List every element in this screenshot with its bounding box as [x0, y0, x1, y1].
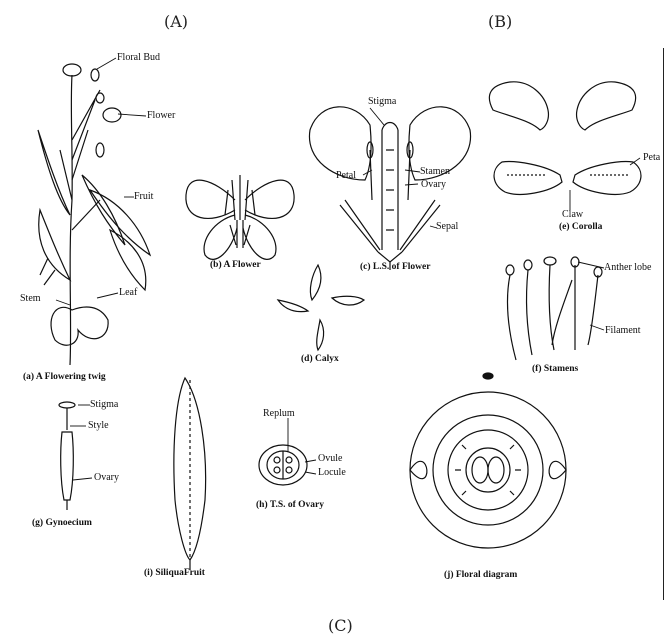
label-leaf: Leaf [119, 287, 137, 298]
caption-j: (j) Floral diagram [444, 570, 517, 580]
label-peta: Peta [643, 152, 660, 163]
flowering-twig-drawing [38, 64, 150, 365]
label-ovary-ls: Ovary [421, 179, 446, 190]
label-stigma-ls: Stigma [368, 96, 396, 107]
ls-flower-drawing [309, 107, 470, 270]
caption-d: (d) Calyx [301, 354, 339, 364]
caption-g: (g) Gynoecium [32, 518, 92, 528]
calyx-drawing [278, 265, 364, 350]
label-stigma-g: Stigma [90, 399, 118, 410]
caption-h: (h) T.S. of Ovary [256, 500, 324, 510]
gynoecium-drawing [59, 402, 75, 510]
corolla-drawing [489, 82, 641, 195]
label-ovary-g: Ovary [94, 472, 119, 483]
label-ovule: Ovule [318, 453, 342, 464]
leader-lines [56, 58, 640, 480]
floral-diagram-drawing [410, 373, 566, 548]
label-replum: Replum [263, 408, 295, 419]
caption-b: (b) A Flower [210, 260, 261, 270]
label-petal-ls: Petal [336, 170, 356, 181]
label-fruit: Fruit [134, 191, 153, 202]
flower-drawing [186, 175, 294, 259]
label-stem: Stem [20, 293, 41, 304]
label-locule: Locule [318, 467, 346, 478]
siliqua-fruit-drawing [174, 378, 206, 570]
caption-i: (i) SiliquaFruit [144, 568, 205, 578]
caption-f: (f) Stamens [532, 364, 578, 374]
label-claw: Claw [562, 209, 583, 220]
label-stamen-ls: Stamen [420, 166, 450, 177]
caption-e: (e) Corolla [559, 222, 602, 232]
stamens-drawing [506, 257, 602, 360]
caption-c: (c) L.S. of Flower [360, 262, 430, 272]
label-flower: Flower [147, 110, 175, 121]
caption-a: (a) A Flowering twig [23, 372, 106, 382]
label-floral-bud: Floral Bud [117, 52, 160, 63]
label-filament: Filament [605, 325, 641, 336]
label-anther-lobe: Anther lobe [604, 262, 652, 273]
ts-ovary-drawing [259, 445, 307, 485]
label-sepal-ls: Sepal [436, 221, 458, 232]
label-style-g: Style [88, 420, 109, 431]
